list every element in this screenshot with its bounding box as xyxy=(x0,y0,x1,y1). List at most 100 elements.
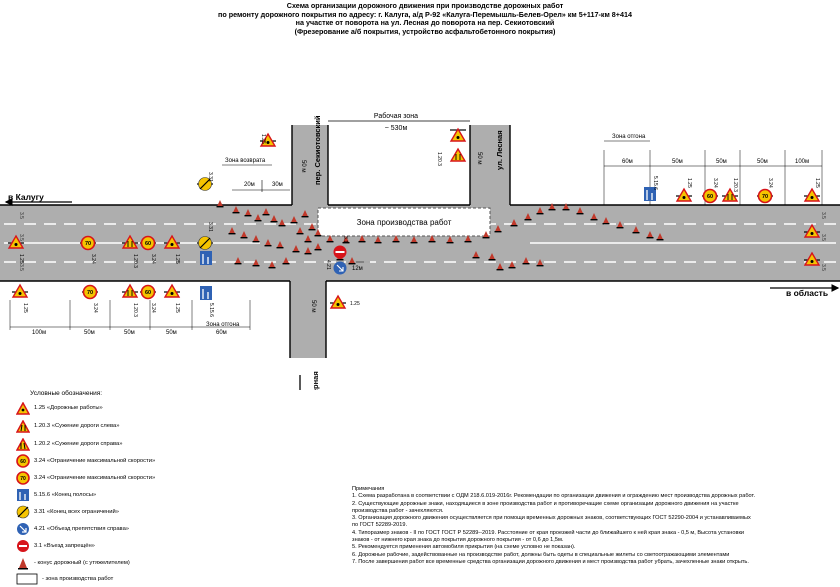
sign-code-label: 3.24 xyxy=(92,303,98,313)
dist-50-lesnaya: 50 м xyxy=(476,152,482,164)
narrowing-left-icon xyxy=(121,283,139,298)
work-zone-label: Зона производства работ xyxy=(357,218,452,227)
speed-value: 70 xyxy=(762,194,768,200)
dist-50-sekiotovsky: 50 м xyxy=(300,160,306,172)
traffic-cone xyxy=(536,259,544,267)
roadworks-sign-icon xyxy=(675,187,693,202)
traffic-cone xyxy=(304,247,312,255)
top-right-dimensions: Зона отгона 60м 50м 50м 50м 100м xyxy=(603,134,823,205)
legend-row-detour-right: 4.21 «Объезд препятствия справа» xyxy=(16,521,129,537)
sign-code-label: 1.25 xyxy=(814,178,820,188)
traffic-cone xyxy=(252,235,260,243)
traffic-cone xyxy=(576,207,584,215)
otgon-zone-right: Зона отгона xyxy=(612,134,646,140)
speed-value: 60 xyxy=(145,241,151,247)
sign-code-label: 1.20.3 xyxy=(436,152,442,166)
traffic-cone xyxy=(314,243,322,251)
sign-code-label: 1.25 xyxy=(260,134,266,144)
dim-top-4: 50м xyxy=(757,159,768,165)
legend-row-speed-70: 70 3.24 «Ограничение максимальной скорос… xyxy=(16,470,155,486)
road-planernaya xyxy=(290,281,326,358)
traffic-cone xyxy=(254,214,262,222)
legend-row-work-zone: - зона производства работ xyxy=(16,571,113,587)
sign-code-label: 1.25 xyxy=(18,254,24,264)
speed-limit-70-icon: 70 xyxy=(757,188,773,204)
traffic-cone xyxy=(308,223,316,231)
svg-text:3.5: 3.5 xyxy=(820,234,826,241)
traffic-scheme: Зона производства работ в Калугу в облас… xyxy=(0,112,840,390)
note-line: 7. После завершения работ все временные … xyxy=(352,558,749,565)
traffic-cone xyxy=(232,206,240,214)
traffic-cone xyxy=(472,251,480,259)
legend-row-end-restrictions: 3.31 «Конец всех ограничений» xyxy=(16,504,119,520)
end-restrictions-icon xyxy=(16,505,30,519)
sign-code-label: 1.25 xyxy=(686,178,692,188)
sign-code-label: 3.31 xyxy=(207,172,213,182)
lane-end-icon xyxy=(644,187,656,201)
roadworks-sign-icon xyxy=(16,401,30,415)
lane-end-icon xyxy=(200,251,212,265)
traffic-cone xyxy=(508,261,516,269)
traffic-cone xyxy=(410,236,418,244)
title-line-2: по ремонту дорожного покрытия по адресу:… xyxy=(218,9,632,19)
note-line: 1. Схема разработана в соответствии с ОД… xyxy=(352,493,756,500)
legend-row-narrow-left: 1.20.3 «Сужение дороги слева» xyxy=(16,418,119,434)
traffic-cone xyxy=(292,245,300,253)
street-lesnaya: ул. Лесная xyxy=(495,130,504,170)
lane-end-icon xyxy=(17,489,29,501)
notes-heading: Примечания xyxy=(352,486,385,492)
speed-limit-60-icon: 60 xyxy=(140,284,156,300)
svg-text:3.5: 3.5 xyxy=(18,264,24,271)
dim-top-3: 50м xyxy=(716,159,727,165)
traffic-cone xyxy=(536,207,544,215)
traffic-cone xyxy=(326,235,334,243)
traffic-cone xyxy=(524,213,532,221)
dim-bot-5: 60м xyxy=(216,330,227,336)
note-line: 4. Типоразмер знаков - II по ГОСТ ГОСТ Р… xyxy=(352,529,745,536)
speed-limit-70-icon: 70 xyxy=(80,235,96,251)
traffic-cone xyxy=(646,231,654,239)
speed-limit-60-icon: 60 xyxy=(16,454,30,468)
sign-code-label: 5.15.6 xyxy=(208,303,214,317)
sign-code-label: 3.31 xyxy=(207,222,213,232)
sign-code-label: 4.21 xyxy=(325,260,331,270)
cone-group xyxy=(216,200,664,271)
title-line-1: Схема организации дорожного движения при… xyxy=(286,1,564,10)
traffic-cone xyxy=(488,253,496,261)
dim-bot-4: 50м xyxy=(166,330,177,336)
detour-right-icon xyxy=(17,523,29,535)
sign-code-label: 5.15.6 xyxy=(652,176,658,190)
sign-code-label: 1.20.3 xyxy=(132,254,138,268)
legend-row-roadworks: 1.25 «Дорожные работы» xyxy=(16,400,103,416)
detour-right-icon xyxy=(333,261,347,275)
scheme-title: Схема организации дорожного движения при… xyxy=(190,1,660,36)
svg-text:3.5: 3.5 xyxy=(820,264,826,271)
traffic-cone xyxy=(482,231,490,239)
svg-text:3.5: 3.5 xyxy=(18,212,24,219)
note-line: 3. Организация дорожного движения осущес… xyxy=(352,515,751,522)
traffic-cone xyxy=(290,216,298,224)
dim-bot-3: 50м xyxy=(124,330,135,336)
sign-code-label: 3.24 xyxy=(767,178,773,188)
legend-row-no-entry: 3.1 «Въезд запрещён» xyxy=(16,538,95,554)
traffic-cone xyxy=(374,236,382,244)
traffic-cone xyxy=(216,200,224,208)
traffic-cone xyxy=(252,259,260,267)
traffic-cone xyxy=(234,257,242,265)
traffic-cone xyxy=(358,235,366,243)
traffic-cone xyxy=(304,235,312,243)
speed-limit-60-icon: 60 xyxy=(140,235,156,251)
narrowing-left-icon xyxy=(449,147,467,162)
traffic-cone-icon xyxy=(18,558,28,570)
road-lesnaya xyxy=(470,125,510,205)
to-kaluga-label: в Калугу xyxy=(8,192,44,202)
traffic-cone xyxy=(494,225,502,233)
narrowing-right-icon xyxy=(16,437,30,451)
narrowing-left-icon xyxy=(16,419,30,433)
roadworks-sign-icon xyxy=(163,234,181,249)
note-line: производства работ - зачехляются. xyxy=(352,507,444,514)
lane-end-icon xyxy=(200,286,212,300)
speed-value: 60 xyxy=(145,290,151,296)
dim-bot-1: 100м xyxy=(32,330,46,336)
